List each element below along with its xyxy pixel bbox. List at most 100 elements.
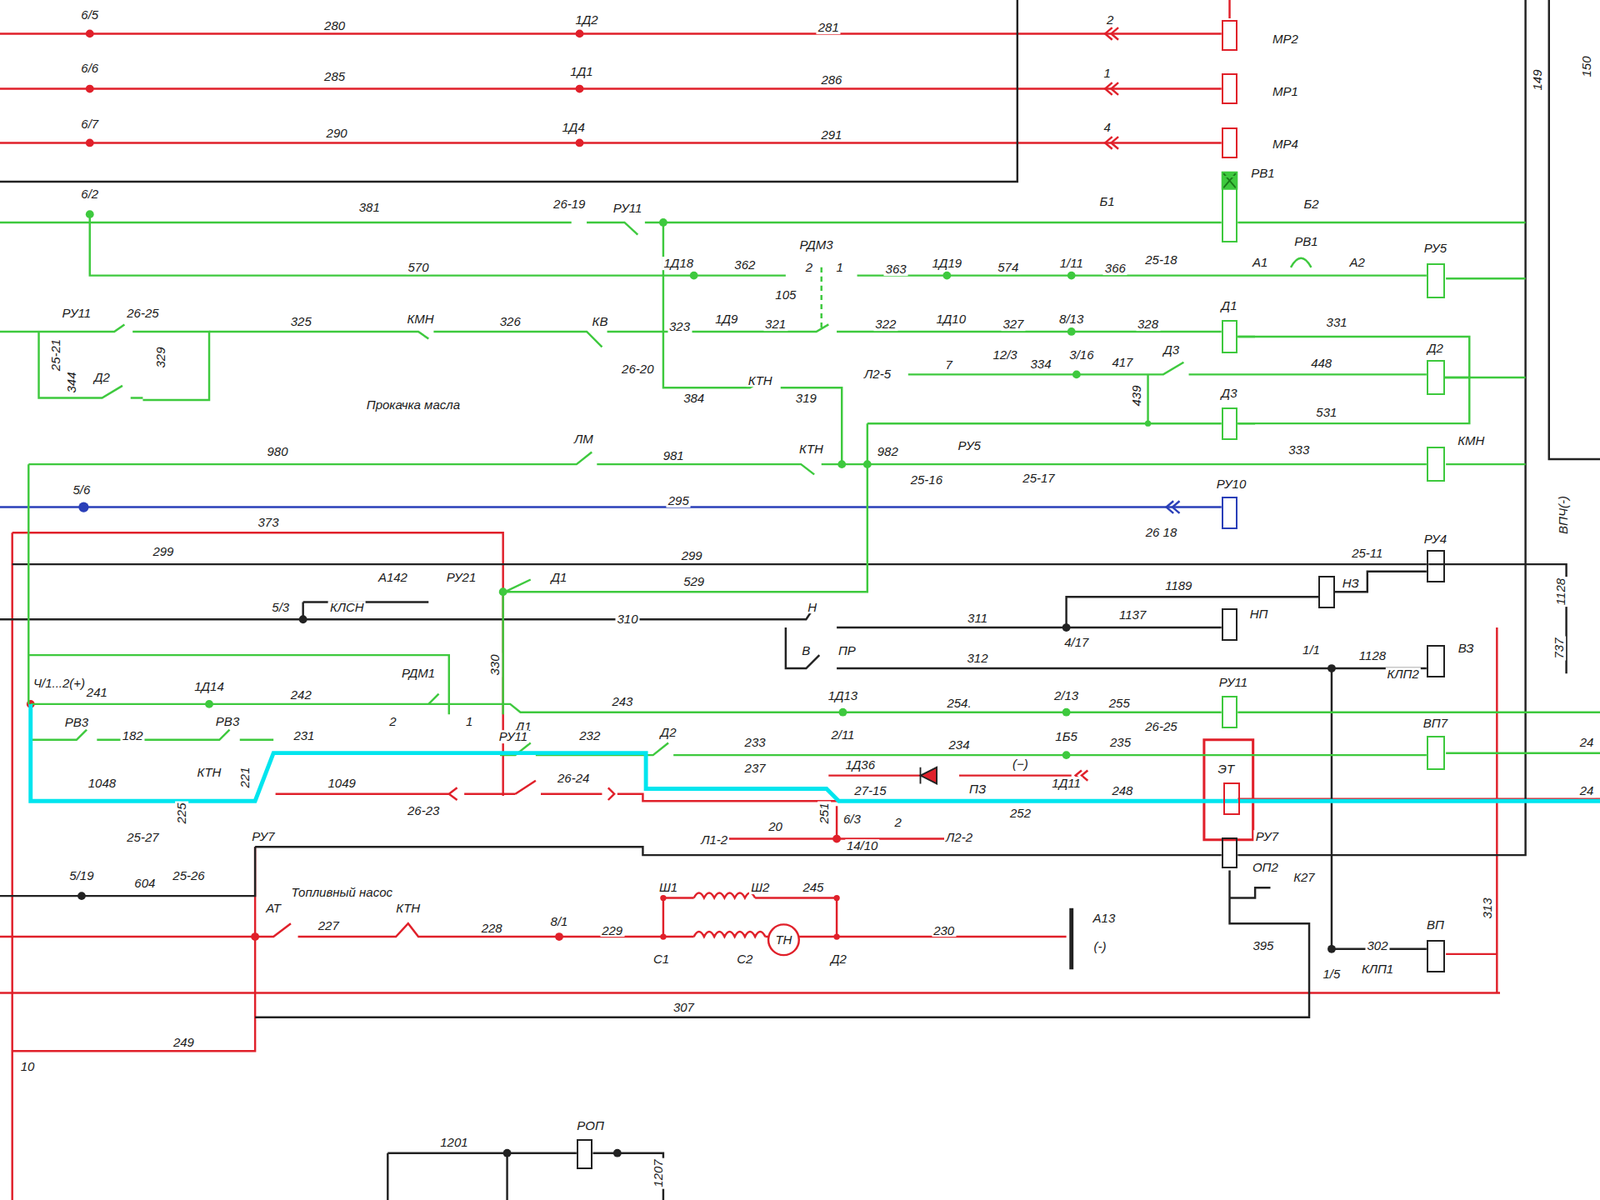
wire-label: 5/6 bbox=[71, 483, 93, 497]
green-wires bbox=[0, 214, 1600, 755]
wire-label: 25-18 bbox=[1143, 253, 1179, 267]
wire-label: Л2-2 bbox=[944, 830, 975, 845]
relay-coil: ВП bbox=[1426, 940, 1445, 973]
wire-label: 10 bbox=[19, 1060, 37, 1074]
wire-label: 237 bbox=[743, 761, 768, 775]
wire-label: 322 bbox=[873, 318, 898, 332]
wire-label: 1Д11 bbox=[1050, 777, 1082, 791]
wire-label: 439 bbox=[1130, 384, 1144, 409]
wire-label: 1 bbox=[835, 260, 845, 275]
wire-label: 323 bbox=[667, 320, 692, 334]
coil-label: РУ7 bbox=[1254, 830, 1280, 844]
wire-label: 737 bbox=[1552, 635, 1566, 660]
wire-label: 334 bbox=[1028, 357, 1053, 371]
black-junctions bbox=[77, 615, 1336, 1157]
wire-label: 2 bbox=[804, 260, 815, 275]
wire-label: 570 bbox=[406, 260, 431, 275]
wire-label: 2/11 bbox=[829, 728, 856, 742]
wire-label: 373 bbox=[256, 515, 281, 530]
wire-label: 227 bbox=[316, 919, 341, 933]
wire-label: 26-23 bbox=[405, 805, 441, 819]
wire-label: 330 bbox=[488, 653, 502, 678]
relay-coil: МР4 bbox=[1221, 127, 1239, 159]
wire-label: 1Д19 bbox=[930, 256, 965, 270]
wire-label: 313 bbox=[1480, 895, 1495, 920]
wire-label: 299 bbox=[150, 545, 175, 560]
relay-coil: РВ1 bbox=[1221, 175, 1239, 244]
wire-label: ПЗ bbox=[967, 782, 988, 796]
wire-label: 417 bbox=[1110, 355, 1135, 370]
wire-label: 1/5 bbox=[1321, 968, 1343, 982]
wire-label: 1137 bbox=[1117, 608, 1148, 622]
coil-label: РУ10 bbox=[1215, 477, 1249, 491]
wire-label: РУ7 bbox=[250, 830, 276, 844]
wire-label: 1Д13 bbox=[826, 689, 860, 703]
wire-label: А1 bbox=[1250, 255, 1270, 270]
relay-coil: ВЗ bbox=[1426, 645, 1445, 678]
relay-coil: МР2 bbox=[1221, 20, 1239, 51]
wire-label: 5/19 bbox=[67, 869, 95, 883]
wire-label: РУ5 bbox=[956, 439, 983, 453]
wire-label: 325 bbox=[289, 315, 314, 329]
red-junctions bbox=[26, 30, 937, 941]
coil-label: ВЗ bbox=[1456, 641, 1476, 655]
wire-label: 24 bbox=[1578, 784, 1596, 798]
coil-label: НЗ bbox=[1340, 576, 1361, 590]
wire-label: Прокачка масла bbox=[365, 398, 462, 412]
wire-label: АТ bbox=[264, 901, 283, 915]
wire-label: Н bbox=[805, 600, 819, 615]
relay-coil: РУ4 bbox=[1426, 550, 1445, 583]
wire-label: 1 bbox=[1101, 66, 1112, 80]
relay-coil: РУ10 bbox=[1221, 496, 1239, 530]
wire-label: 105 bbox=[773, 288, 798, 302]
wire-label: 1 bbox=[464, 715, 475, 729]
wire-label: 331 bbox=[1325, 315, 1350, 330]
wire-label: КЛСН bbox=[328, 600, 366, 615]
wire-label: 307 bbox=[671, 1000, 696, 1015]
wire-label: (−) bbox=[1010, 757, 1030, 771]
wire-label: 1/11 bbox=[1058, 256, 1085, 270]
wire-label: 25-11 bbox=[1350, 546, 1385, 560]
wire-label: 235 bbox=[1108, 736, 1133, 750]
wire-label: 14/10 bbox=[845, 839, 880, 853]
wire-label: 24 bbox=[1578, 736, 1596, 750]
wire-label: 6/3 bbox=[841, 812, 863, 826]
wire-label: 229 bbox=[600, 924, 625, 938]
wire-label: 4/17 bbox=[1062, 636, 1090, 650]
wire-label: 26 18 bbox=[1144, 525, 1180, 540]
wire-label: 326 bbox=[498, 315, 523, 329]
wire-label: ЛМ bbox=[572, 432, 595, 446]
wire-label: А142 bbox=[376, 570, 410, 585]
wire-label: 1128 bbox=[1555, 576, 1569, 607]
wire-label: 150 bbox=[1580, 54, 1594, 79]
wire-label: ВПЧ(-) bbox=[1556, 494, 1570, 536]
wire-label: Л2-5 bbox=[862, 368, 893, 382]
wire-label: КТН bbox=[797, 442, 825, 456]
wire-label: КВ bbox=[590, 315, 610, 329]
coil-label: РВ1 bbox=[1249, 166, 1276, 180]
wire-label: 1Д36 bbox=[843, 758, 877, 772]
coil-label: Д1 bbox=[1220, 299, 1240, 313]
wire-label: 241 bbox=[85, 686, 110, 700]
wire-label: 329 bbox=[155, 345, 169, 370]
wire-label: РВ1 bbox=[1292, 235, 1320, 249]
wire-label: 26-24 bbox=[555, 771, 591, 785]
relay-coil: ВП7 bbox=[1426, 735, 1445, 771]
wire-label: 574 bbox=[995, 260, 1020, 275]
wire-label: 7 bbox=[944, 358, 955, 372]
wire-label: 26-25 bbox=[1143, 720, 1179, 734]
wire-label: 362 bbox=[732, 258, 757, 272]
wire-label: 290 bbox=[325, 127, 350, 141]
coil-label: ЭТ bbox=[1216, 762, 1237, 776]
wire-label: 1Б5 bbox=[1053, 730, 1079, 744]
wire-label: 233 bbox=[743, 736, 768, 750]
wire-label: Д1 bbox=[550, 570, 570, 585]
coil-label: РУ5 bbox=[1422, 241, 1449, 255]
wire-label: Д2 bbox=[659, 725, 679, 740]
wire-label: КТН bbox=[394, 901, 422, 915]
wire-label: К27 bbox=[1291, 870, 1317, 885]
wire-label: 1201 bbox=[438, 1136, 470, 1150]
wire-label: 26-19 bbox=[551, 197, 587, 211]
wire-label: С2 bbox=[735, 952, 755, 966]
